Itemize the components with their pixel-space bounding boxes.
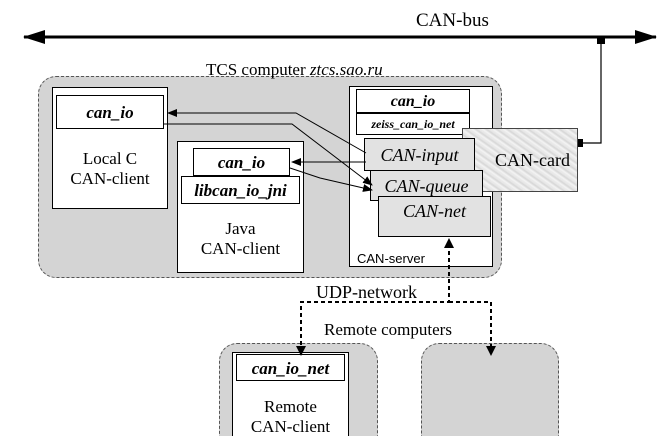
local-client-label-2: CAN-client: [70, 169, 150, 188]
java-client-label-2: CAN-client: [200, 239, 281, 258]
bus-tap-connector: [597, 36, 605, 44]
zeiss-net-label: zeiss_can_io_net: [371, 117, 455, 131]
can-card-label: CAN-card: [495, 150, 570, 170]
java-jni-label: libcan_io_jni: [194, 181, 287, 200]
zeiss-net-box: zeiss_can_io_net: [356, 113, 470, 135]
input-to-local-arrow: [167, 109, 367, 154]
java-jni-box: libcan_io_jni: [181, 176, 300, 204]
server-can-io-box: can_io: [356, 89, 470, 113]
tcs-host: ztcs.sao.ru: [309, 60, 383, 79]
java-can-io-box: can_io: [193, 148, 290, 176]
java-can-io-label: can_io: [217, 153, 266, 172]
local-client-label-1: Local C: [82, 149, 138, 168]
tcs-label: TCS computer: [206, 60, 306, 79]
local-to-queue-arrow: [164, 123, 373, 186]
can-input-module: CAN-input: [364, 138, 475, 171]
card-bus-link: [580, 40, 602, 144]
udp-arrow-up: [444, 238, 454, 248]
can-input-label: CAN-input: [380, 145, 459, 165]
remote-client-label-1: Remote: [264, 397, 317, 416]
remote-client-label-2: CAN-client: [250, 417, 331, 436]
can-bus-label: CAN-bus: [416, 10, 489, 31]
remote-can-io-net-label: can_io_net: [251, 359, 330, 378]
local-can-io-box: can_io: [56, 95, 164, 129]
can-queue-label: CAN-queue: [384, 176, 469, 196]
remote-can-io-net-box: can_io_net: [236, 354, 345, 381]
remote-computers-label: Remote computers: [324, 320, 452, 339]
can-net-label: CAN-net: [403, 201, 466, 221]
local-can-io-label: can_io: [86, 103, 134, 122]
card-connector: [575, 139, 583, 147]
can-net-module: CAN-net: [378, 196, 491, 237]
udp-network-label: UDP-network: [316, 282, 417, 302]
java-client-label-1: Java: [225, 219, 256, 238]
remote-computer-2: [421, 343, 559, 436]
udp-arrow-remote-1: [296, 346, 306, 356]
udp-arrow-remote-2: [486, 346, 496, 356]
udp-network-path: [300, 244, 492, 354]
server-can-io-label: can_io: [390, 93, 436, 110]
can-server-label: CAN-server: [357, 251, 425, 266]
tcs-computer-title: TCS computer ztcs.sao.ru: [206, 61, 383, 78]
java-to-queue-arrow: [289, 167, 373, 192]
